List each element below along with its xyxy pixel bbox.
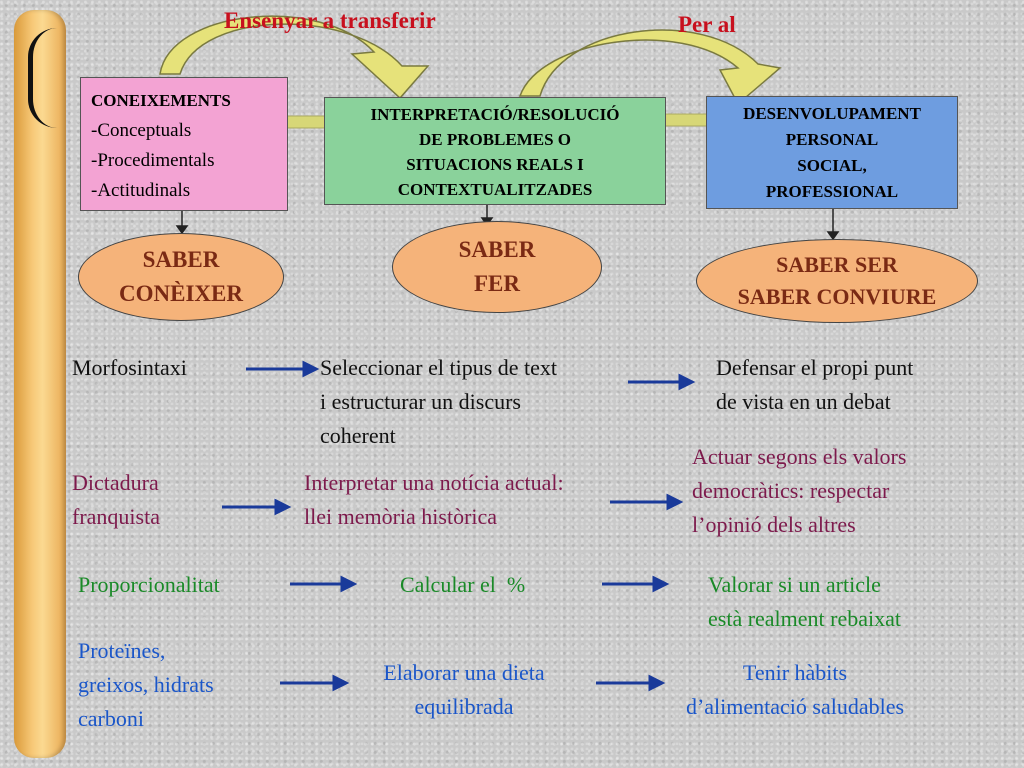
box-coneixements-item: -Actitudinals [91, 180, 191, 201]
row1-col1: Morfosintaxi [72, 351, 187, 385]
box-desenvolupament-line: PROFESSIONAL [765, 182, 899, 201]
ellipse-saber-fer: SABER FER [392, 221, 602, 313]
row2-arrow-b-head [666, 493, 684, 511]
row3-arrow-b-head [652, 575, 670, 593]
box-interpretacio-line: INTERPRETACIÓ/RESOLUCIÓ [370, 105, 620, 124]
row1-col2-line: i estructurar un discurs [320, 389, 521, 414]
box-coneixements: CONEIXEMENTS -Conceptuals -Procedimental… [80, 77, 288, 211]
ellipse-saber-ser-line: SABER CONVIURE [737, 284, 937, 309]
row1-arrow-b-head [678, 373, 696, 391]
box-desenvolupament: DESENVOLUPAMENT PERSONAL SOCIAL, PROFESS… [706, 96, 958, 209]
row3-col1-line: Proporcionalitat [78, 572, 220, 597]
ellipse-saber-coneixer-line: SABER [142, 247, 220, 272]
down-arrow-knowledge-head [175, 225, 189, 235]
down-arrow-development-head [826, 231, 840, 241]
box-desenvolupament-line: DESENVOLUPAMENT [743, 104, 921, 123]
box-desenvolupament-line: PERSONAL [785, 130, 879, 149]
row4-col3: Tenir hàbits d’alimentació saludables [652, 656, 938, 724]
box-coneixements-item: -Conceptuals [91, 120, 192, 141]
row2-col2: Interpretar una notícia actual: llei mem… [304, 466, 564, 534]
row2-col3-line: Actuar segons els valors [692, 444, 907, 469]
row3-col1: Proporcionalitat [78, 568, 220, 602]
connector-band-left [285, 115, 327, 129]
row2-arrow-a-head [274, 498, 292, 516]
row2-col1: Dictadura franquista [72, 466, 160, 534]
box-interpretacio: INTERPRETACIÓ/RESOLUCIÓ DE PROBLEMES O S… [324, 97, 666, 205]
row3-col3-line: Valorar si un article [708, 572, 881, 597]
ellipse-saber-fer-line: FER [474, 271, 520, 296]
box-coneixements-heading: CONEIXEMENTS [91, 91, 231, 110]
row4-col1: Proteïnes, greixos, hidrats carboni [78, 634, 214, 736]
row1-col3-line: de vista en un debat [716, 389, 891, 414]
row2-col2-line: Interpretar una notícia actual: [304, 470, 564, 495]
row4-col2-line: Elaborar una dieta [383, 660, 545, 685]
ellipse-saber-coneixer-line: CONÈIXER [119, 281, 243, 306]
row3-col3: Valorar si un article està realment reba… [708, 568, 901, 636]
row4-col1-line: carboni [78, 706, 144, 731]
row3-col2-line: Calcular el % [400, 572, 526, 597]
box-coneixements-item: -Procedimentals [91, 150, 215, 171]
box-interpretacio-line: DE PROBLEMES O [418, 130, 572, 149]
curved-arrow-right [518, 29, 782, 106]
row1-col2: Seleccionar el tipus de text i estructur… [320, 351, 557, 453]
row4-arrow-a-head [332, 674, 350, 692]
row1-col2-line: coherent [320, 423, 396, 448]
box-interpretacio-line: SITUACIONS REALS I [406, 155, 584, 174]
ellipse-saber-ser: SABER SER SABER CONVIURE [696, 239, 978, 323]
row3-col3-line: està realment rebaixat [708, 606, 902, 631]
row2-col3-line: democràtics: respectar [692, 478, 890, 503]
title-ensenyar-a-transferir: Ensenyar a transferir [224, 8, 436, 33]
row4-col2-line: equilibrada [414, 694, 514, 719]
row4-col3-line: d’alimentació saludables [685, 694, 905, 719]
ellipse-saber-fer-line: SABER [458, 237, 536, 262]
row1-col3: Defensar el propi punt de vista en un de… [716, 351, 913, 419]
row2-col3-line: l’opinió dels altres [692, 512, 856, 537]
connector-band-right [663, 113, 709, 127]
decorative-scroll [14, 10, 66, 758]
row2-col3: Actuar segons els valors democràtics: re… [692, 440, 906, 542]
row4-arrow-b-head [648, 674, 666, 692]
row3-arrow-a-head [340, 575, 358, 593]
row4-col3-line: Tenir hàbits [742, 660, 848, 685]
box-interpretacio-line: CONTEXTUALITZADES [397, 180, 593, 199]
row2-col1-line: franquista [72, 504, 160, 529]
row4-col1-line: greixos, hidrats [78, 672, 214, 697]
ellipse-saber-coneixer: SABER CONÈIXER [78, 233, 284, 321]
scroll-curl-icon [28, 28, 57, 128]
row4-col1-line: Proteïnes, [78, 638, 166, 663]
row1-col3-line: Defensar el propi punt [716, 355, 914, 380]
row2-col1-line: Dictadura [72, 470, 159, 495]
ellipse-saber-ser-line: SABER SER [776, 252, 898, 277]
box-desenvolupament-line: SOCIAL, [797, 156, 867, 175]
row1-col1-line: Morfosintaxi [72, 355, 187, 380]
row2-col2-line: llei memòria històrica [304, 504, 498, 529]
title-per-al: Per al [678, 12, 736, 37]
row1-arrow-a-head [302, 360, 320, 378]
row3-col2: Calcular el % [400, 568, 525, 602]
curved-arrow-left [159, 15, 430, 100]
row1-col2-line: Seleccionar el tipus de text [320, 355, 558, 380]
row4-col2: Elaborar una dieta equilibrada [358, 656, 570, 724]
